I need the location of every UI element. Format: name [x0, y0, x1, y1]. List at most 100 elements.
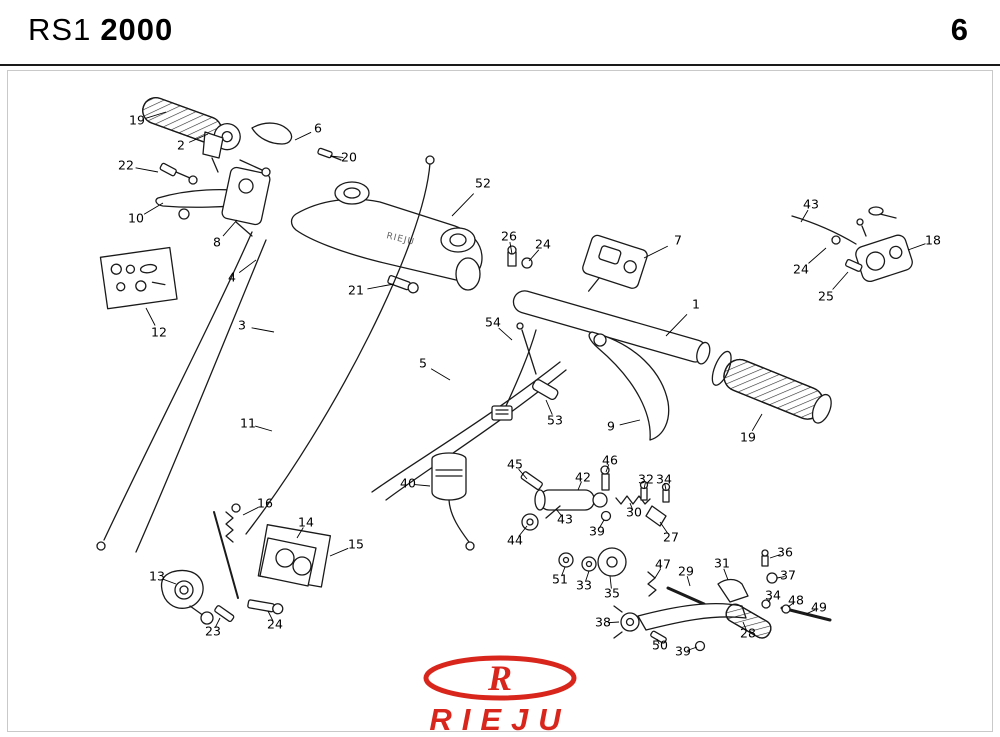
leader-line-50 [656, 638, 660, 645]
part-label-44: 44 [507, 533, 523, 548]
leader-line-14 [296, 527, 304, 539]
part-label-4: 4 [228, 270, 236, 285]
leader-line-19 [145, 111, 167, 119]
part-label-53: 53 [547, 413, 563, 428]
leader-line-28 [742, 621, 747, 631]
part-label-23: 23 [205, 624, 221, 639]
right-grip [711, 350, 832, 424]
wiring [491, 322, 559, 421]
leader-line-39 [687, 646, 698, 651]
leader-line-24 [528, 249, 540, 262]
rieju-logo-text: RIEJU [429, 701, 571, 737]
leader-line-11 [255, 425, 273, 432]
rear-master-cylinder [520, 465, 671, 577]
diagram-border [7, 70, 993, 732]
part-label-8: 8 [213, 235, 221, 250]
part-label-14: 14 [298, 515, 314, 530]
brake-caliper [791, 206, 913, 283]
leader-line-16 [242, 506, 259, 516]
left-grip [142, 97, 241, 151]
leader-line-47 [654, 568, 661, 579]
leader-line-24 [808, 247, 827, 264]
part-label-22: 22 [118, 158, 134, 173]
part-label-48: 48 [788, 593, 804, 608]
rieju-logo-oval: R [423, 655, 577, 701]
part-label-43: 43 [803, 197, 819, 212]
part-label-15: 15 [348, 537, 364, 552]
part-label-5: 5 [419, 356, 427, 371]
leader-line-52 [451, 193, 475, 217]
part-label-20: 20 [341, 150, 357, 165]
leader-line-30 [629, 502, 634, 511]
model-year: 2000 [100, 12, 174, 47]
leader-line-54 [498, 327, 513, 341]
part-label-43: 43 [557, 512, 573, 527]
throttle-housing [582, 234, 648, 292]
leader-line-23 [214, 617, 221, 629]
leader-line-5 [430, 368, 451, 381]
leader-line-3 [251, 327, 275, 333]
part-label-2: 2 [177, 138, 185, 153]
part-label-24: 24 [267, 617, 283, 632]
leader-line-6 [294, 131, 312, 141]
part-label-25: 25 [818, 289, 834, 304]
leader-line-1 [665, 313, 688, 337]
part-label-46: 46 [602, 453, 618, 468]
part-label-49: 49 [811, 600, 827, 615]
part-label-27: 27 [663, 530, 679, 545]
leader-line-39 [598, 519, 605, 529]
handlebar-right [512, 290, 711, 365]
brake-lever [588, 331, 670, 441]
leader-line-13 [162, 578, 177, 585]
leader-line-27 [659, 521, 669, 534]
leader-line-43 [555, 508, 563, 517]
leader-line-18 [907, 243, 926, 251]
footrest-bracket [160, 503, 332, 625]
part-label-12: 12 [151, 325, 167, 340]
page-number: 6 [950, 12, 968, 47]
leader-line-44 [518, 525, 528, 537]
part-label-32: 32 [638, 472, 654, 487]
clutch-lever-assembly [155, 162, 271, 237]
leader-line-7 [643, 245, 669, 259]
switch-bracket [202, 122, 342, 177]
leader-line-4 [238, 259, 257, 273]
part-label-10: 10 [128, 211, 144, 226]
leader-line-51 [561, 566, 566, 577]
leader-line-34 [767, 597, 772, 603]
part-label-33: 33 [576, 578, 592, 593]
part-label-26: 26 [501, 229, 517, 244]
part-label-24: 24 [535, 237, 551, 252]
leader-line-22 [135, 167, 159, 173]
leader-line-31 [723, 568, 729, 581]
part-label-36: 36 [777, 545, 793, 560]
part-label-38: 38 [595, 615, 611, 630]
parts-kit [99, 246, 178, 310]
leader-line-53 [545, 399, 553, 415]
part-label-52: 52 [475, 176, 491, 191]
part-label-19: 19 [129, 113, 145, 128]
part-label-1: 1 [692, 297, 700, 312]
part-label-54: 54 [485, 315, 501, 330]
leader-line-34 [664, 482, 667, 491]
rieju-logo: R RIEJU [420, 654, 580, 737]
part-label-45: 45 [507, 457, 523, 472]
leader-line-29 [686, 576, 691, 587]
bar-fasteners [387, 245, 533, 294]
leader-line-35 [609, 575, 612, 589]
leader-line-48 [787, 602, 794, 608]
part-label-39: 39 [675, 644, 691, 659]
part-label-29: 29 [678, 564, 694, 579]
model-name: RS1 [28, 12, 92, 47]
part-label-24: 24 [793, 262, 809, 277]
part-label-47: 47 [655, 557, 671, 572]
rieju-logo-letter: R [487, 658, 512, 698]
part-label-11: 11 [240, 416, 256, 431]
part-label-7: 7 [674, 233, 682, 248]
part-label-18: 18 [925, 233, 941, 248]
leader-line-33 [585, 570, 590, 582]
